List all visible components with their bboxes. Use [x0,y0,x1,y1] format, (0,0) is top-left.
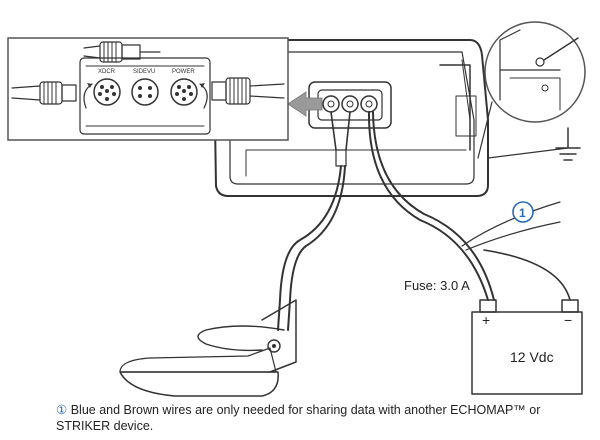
mount-bracket [455,95,477,137]
inset-port-sidevu [131,78,159,106]
ground-symbol [487,127,581,161]
footnote: ① Blue and Brown wires are only needed f… [56,402,576,434]
battery-positive-sign: + [482,312,490,328]
device-port-power [360,95,378,113]
callout-number: 1 [519,206,526,220]
battery-negative-sign: − [564,312,572,328]
device-port-sonar [322,95,340,113]
footnote-text: Blue and Brown wires are only needed for… [56,403,541,433]
footnote-marker: ① [56,403,68,417]
device-port-sidevu [341,95,359,113]
port-label-sonar: XDCR [98,69,116,75]
plug-right [211,77,285,105]
inset-connector-detail: XDCR SIDEVU POWER [7,37,289,141]
battery-voltage: 12 Vdc [510,349,554,365]
inset-port-power [170,78,198,106]
callout-1: 1 [512,201,534,223]
fuse-label: Fuse: 3.0 A [404,278,470,293]
cables [277,111,571,331]
inset-pointer-arrow [287,91,323,117]
port-label-sidevu: SIDEVU [133,69,155,75]
transducer [119,299,297,397]
ground-screw-detail [477,21,586,159]
plug-top [83,41,161,63]
inset-port-sonar [93,78,121,106]
port-label-power: POWER [172,69,195,75]
battery: + − 12 Vdc [471,299,583,395]
plug-left [11,81,77,105]
